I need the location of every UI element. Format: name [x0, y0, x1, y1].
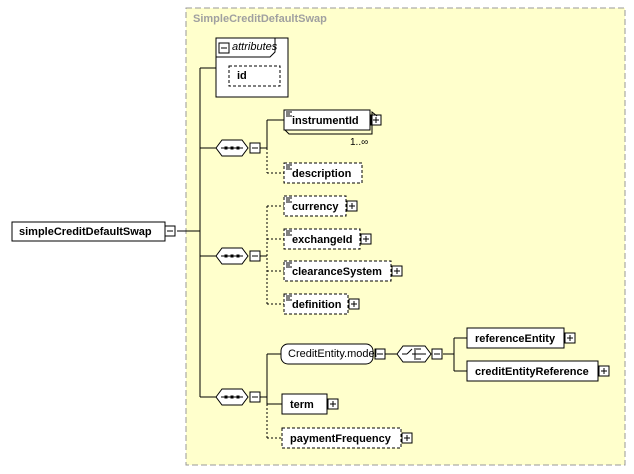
element-clearance-system-label: clearanceSystem [292, 266, 382, 278]
element-payment-frequency-label: paymentFrequency [290, 433, 391, 445]
attributes-label: attributes [232, 41, 278, 53]
choice-collapse-icon[interactable] [431, 348, 443, 360]
element-payment-frequency-expand-icon[interactable] [401, 432, 413, 444]
element-definition-expand-icon[interactable] [348, 298, 360, 310]
sequence-2-icon-collapse-icon[interactable] [249, 250, 261, 262]
sequence-1-icon[interactable] [215, 139, 249, 157]
attribute-id-box[interactable] [228, 65, 281, 87]
element-credit-entity-reference[interactable] [466, 360, 599, 382]
element-credit-entity-reference-expand-icon[interactable] [598, 365, 610, 377]
root-element-label: simpleCreditDefaultSwap [19, 226, 152, 238]
element-clearance-system-expand-icon[interactable] [391, 265, 403, 277]
credit-entity-model-label: CreditEntity.model [288, 348, 378, 360]
element-currency[interactable] [283, 195, 347, 217]
instrument-id-multiplicity-shadow [284, 110, 378, 135]
element-instrument-id[interactable] [283, 109, 371, 131]
element-exchange-id-expand-icon[interactable] [360, 233, 372, 245]
sequence-1-icon-collapse-icon[interactable] [249, 142, 261, 154]
element-reference-entity-label: referenceEntity [475, 333, 556, 345]
choice-compositor-icon[interactable] [396, 345, 432, 363]
connector-lines [177, 67, 467, 405]
element-clearance-system[interactable] [283, 260, 392, 282]
sequence-3-icon-collapse-icon[interactable] [249, 391, 261, 403]
element-payment-frequency[interactable] [281, 427, 402, 449]
element-term-expand-icon[interactable] [327, 398, 339, 410]
element-definition[interactable] [283, 293, 349, 315]
optional-connector-lines [266, 148, 284, 439]
credit-entity-model-group[interactable] [280, 343, 374, 365]
element-description-label: description [292, 168, 352, 180]
sequence-2-icon[interactable] [215, 247, 249, 265]
element-exchange-id-label: exchangeId [292, 234, 353, 246]
element-instrument-id-label: instrumentId [292, 115, 359, 127]
element-term[interactable] [281, 393, 328, 415]
instrument-id-cardinality: 1..∞ [350, 137, 369, 148]
element-exchange-id[interactable] [283, 228, 361, 250]
element-reference-entity-expand-icon[interactable] [564, 332, 576, 344]
element-definition-label: definition [292, 299, 342, 311]
sequence-3-icon[interactable] [215, 388, 249, 406]
element-currency-expand-icon[interactable] [346, 200, 358, 212]
attribute-id-label: id [237, 70, 247, 82]
element-reference-entity[interactable] [466, 327, 565, 349]
attributes-collapse-icon[interactable] [218, 42, 230, 54]
element-currency-label: currency [292, 201, 339, 213]
credit-entity-model-collapse-icon[interactable] [374, 348, 386, 360]
type-title: SimpleCreditDefaultSwap [193, 13, 327, 25]
element-term-label: term [290, 399, 314, 411]
element-description[interactable] [283, 162, 363, 184]
element-credit-entity-reference-label: creditEntityReference [475, 366, 589, 378]
root-collapse-toggle-icon[interactable] [164, 225, 176, 237]
